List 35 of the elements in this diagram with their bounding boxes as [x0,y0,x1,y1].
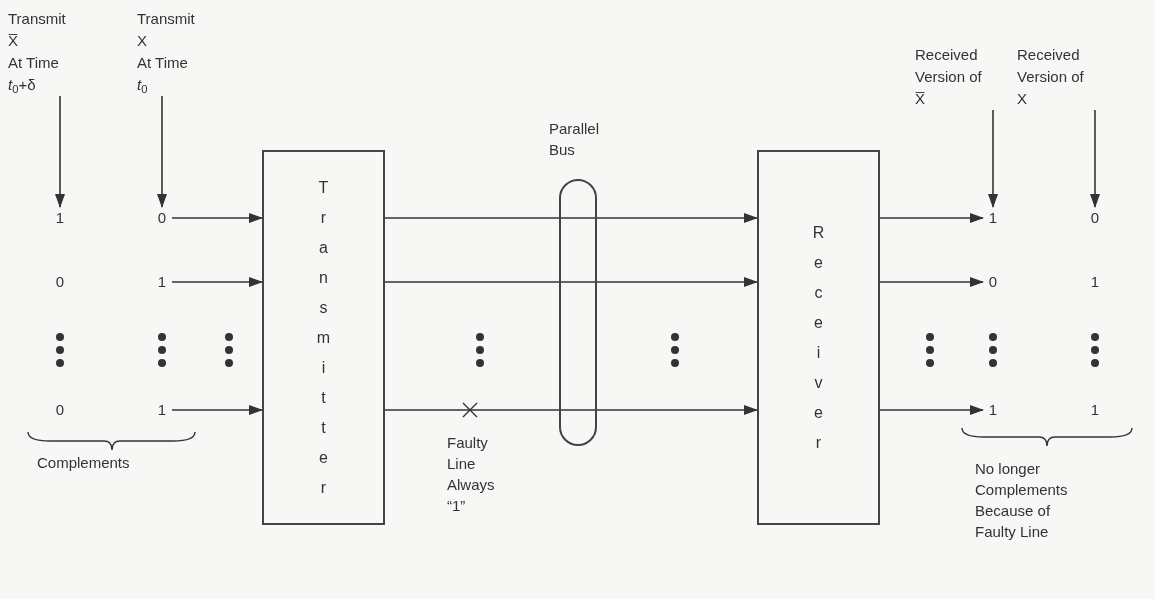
bit-value: 1 [50,207,70,229]
bit-value: 1 [152,271,172,293]
column-heading: Transmit X At Time t$_{0}$ [137,8,217,96]
bit-value: 1 [1085,271,1105,293]
bit-value: 0 [1085,207,1105,229]
column-heading: Transmit X̅ At Time t$_{0}$+δ [8,8,88,96]
bit-value: 0 [50,399,70,421]
bit-value: 0 [983,271,1003,293]
bit-value: 1 [1085,399,1105,421]
arrow [171,213,263,223]
arrow [171,405,263,415]
process-box: Transmitter [262,150,385,525]
bit-value: 1 [152,399,172,421]
bit-value: 0 [152,207,172,229]
column-heading: Received Version of X̅ [915,44,1015,110]
bit-value: 1 [983,207,1003,229]
bit-value: 0 [50,271,70,293]
bit-value: 1 [983,399,1003,421]
process-box: Receiver [757,150,880,525]
arrow [879,405,984,415]
arrow [988,109,998,208]
arrow [384,213,758,223]
column-heading: Received Version of X [1017,44,1117,110]
arrow [384,277,758,287]
note-text: Faulty Line Always “1” [447,433,495,516]
arrow [157,95,167,208]
note-text: Parallel Bus [549,119,600,160]
note-text: No longer Complements Because of Faulty Line [975,459,1069,542]
arrow [384,405,758,415]
arrow [171,277,263,287]
arrow [879,277,984,287]
arrow [879,213,984,223]
arrow [1090,109,1100,208]
arrow [55,95,65,208]
note-text: Complements [37,453,130,473]
